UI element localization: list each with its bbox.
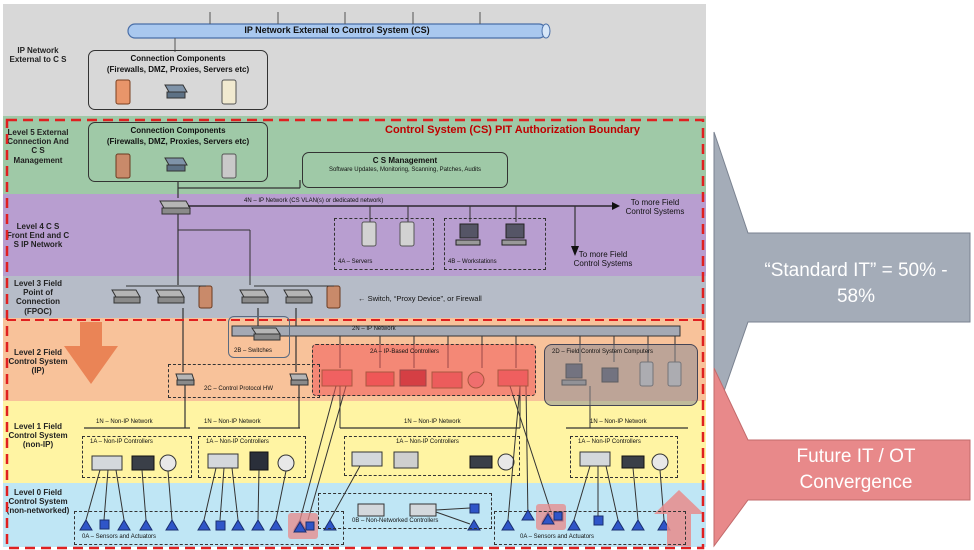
level-label-2: Level 2 Field Control System (IP) bbox=[8, 348, 68, 376]
cs-management-subtitle: Software Updates, Monitoring, Scanning, … bbox=[328, 166, 482, 173]
switches-2b-group bbox=[228, 316, 290, 358]
authorization-boundary-title: Control System (CS) PIT Authorization Bo… bbox=[385, 124, 641, 136]
to-more-field-systems-1: To more Field Control Systems bbox=[625, 198, 685, 217]
non-ip-network-1n-a: 1N – Non-IP Network bbox=[96, 419, 153, 425]
ip-network-external-pipe-label: IP Network External to Control System (C… bbox=[244, 25, 430, 35]
cs-management-box: C S Management Software Updates, Monitor… bbox=[302, 152, 508, 188]
non-networked-0b-label: 0B – Non-Networked Controllers bbox=[352, 518, 439, 524]
sensors-0a-right-group bbox=[494, 511, 686, 545]
sensors-0a-left-label: 0A – Sensors and Actuators bbox=[82, 534, 157, 540]
non-networked-0b-group bbox=[318, 493, 492, 529]
level-label-external: IP Network External to C S bbox=[9, 46, 67, 65]
non-ip-controllers-1a-group-b bbox=[198, 436, 306, 478]
non-ip-controllers-1a-group-c bbox=[344, 436, 520, 476]
non-ip-controllers-1a-label-c: 1A – Non-IP Controllers bbox=[396, 439, 459, 445]
level-label-5: Level 5 External Connection And C S Mana… bbox=[7, 128, 69, 165]
non-ip-controllers-1a-label-b: 1A – Non-IP Controllers bbox=[206, 439, 269, 445]
connection-components-l5-title: Connection Components bbox=[130, 126, 226, 135]
ip-controllers-2a-label: 2A – IP-Based Controllers bbox=[370, 349, 440, 355]
non-ip-controllers-1a-group-a bbox=[82, 436, 192, 478]
connection-components-title: Connection Components bbox=[130, 54, 226, 63]
network-4n-label: 4N – IP Network (CS VLAN(s) or dedicated… bbox=[244, 198, 384, 204]
workstations-4b-label: 4B – Workstations bbox=[448, 259, 497, 265]
sensors-0a-right-label: 0A – Sensors and Actuators bbox=[520, 534, 595, 540]
switches-2b-label: 2B – Switches bbox=[234, 348, 273, 354]
servers-4a-group bbox=[334, 218, 434, 270]
network-2n-label: 2N – IP Network bbox=[352, 326, 396, 332]
connection-components-subtitle: (Firewalls, DMZ, Proxies, Servers etc) bbox=[106, 64, 250, 74]
field-computers-2d-label: 2D – Field Control System Computers bbox=[552, 349, 654, 355]
protocol-hw-2c-label: 2C – Control Protocol HW bbox=[204, 386, 274, 392]
level-label-3: Level 3 Field Point of Connection (FPOC) bbox=[13, 279, 63, 316]
field-computers-2d-group bbox=[544, 344, 698, 406]
non-ip-controllers-1a-label-d: 1A – Non-IP Controllers bbox=[578, 439, 641, 445]
level-label-0: Level 0 Field Control System (non-networ… bbox=[6, 488, 70, 516]
connection-components-level5: Connection Components (Firewalls, DMZ, P… bbox=[88, 122, 268, 182]
level-label-4: Level 4 C S Front End and C S IP Network bbox=[6, 222, 70, 250]
level-label-1: Level 1 Field Control System (non-IP) bbox=[8, 422, 68, 450]
future-it-ot-callout-text: Future IT / OT Convergence bbox=[796, 446, 916, 493]
to-more-field-systems-2: To more Field Control Systems bbox=[573, 250, 633, 269]
non-ip-network-1n-d: 1N – Non-IP Network bbox=[590, 419, 647, 425]
non-ip-controllers-1a-label-a: 1A – Non-IP Controllers bbox=[90, 439, 153, 445]
fpoc-device-note: ← Switch, “Proxy Device”, or Firewall bbox=[358, 294, 482, 303]
connection-components-l5-subtitle: (Firewalls, DMZ, Proxies, Servers etc) bbox=[106, 136, 250, 146]
non-ip-network-1n-b: 1N – Non-IP Network bbox=[204, 419, 261, 425]
protocol-hw-2c-group bbox=[168, 364, 320, 398]
non-ip-network-1n-c: 1N – Non-IP Network bbox=[404, 419, 461, 425]
workstations-4b-group bbox=[444, 218, 546, 270]
connection-components-external: Connection Components (Firewalls, DMZ, P… bbox=[88, 50, 268, 110]
standard-it-callout-text: “Standard IT” = 50% - 58% bbox=[764, 260, 948, 307]
band-level4 bbox=[3, 194, 706, 276]
servers-4a-label: 4A – Servers bbox=[338, 259, 373, 265]
ip-controllers-2a-group bbox=[312, 344, 536, 396]
non-ip-controllers-1a-group-d bbox=[570, 436, 678, 478]
cs-management-title: C S Management bbox=[372, 156, 438, 165]
